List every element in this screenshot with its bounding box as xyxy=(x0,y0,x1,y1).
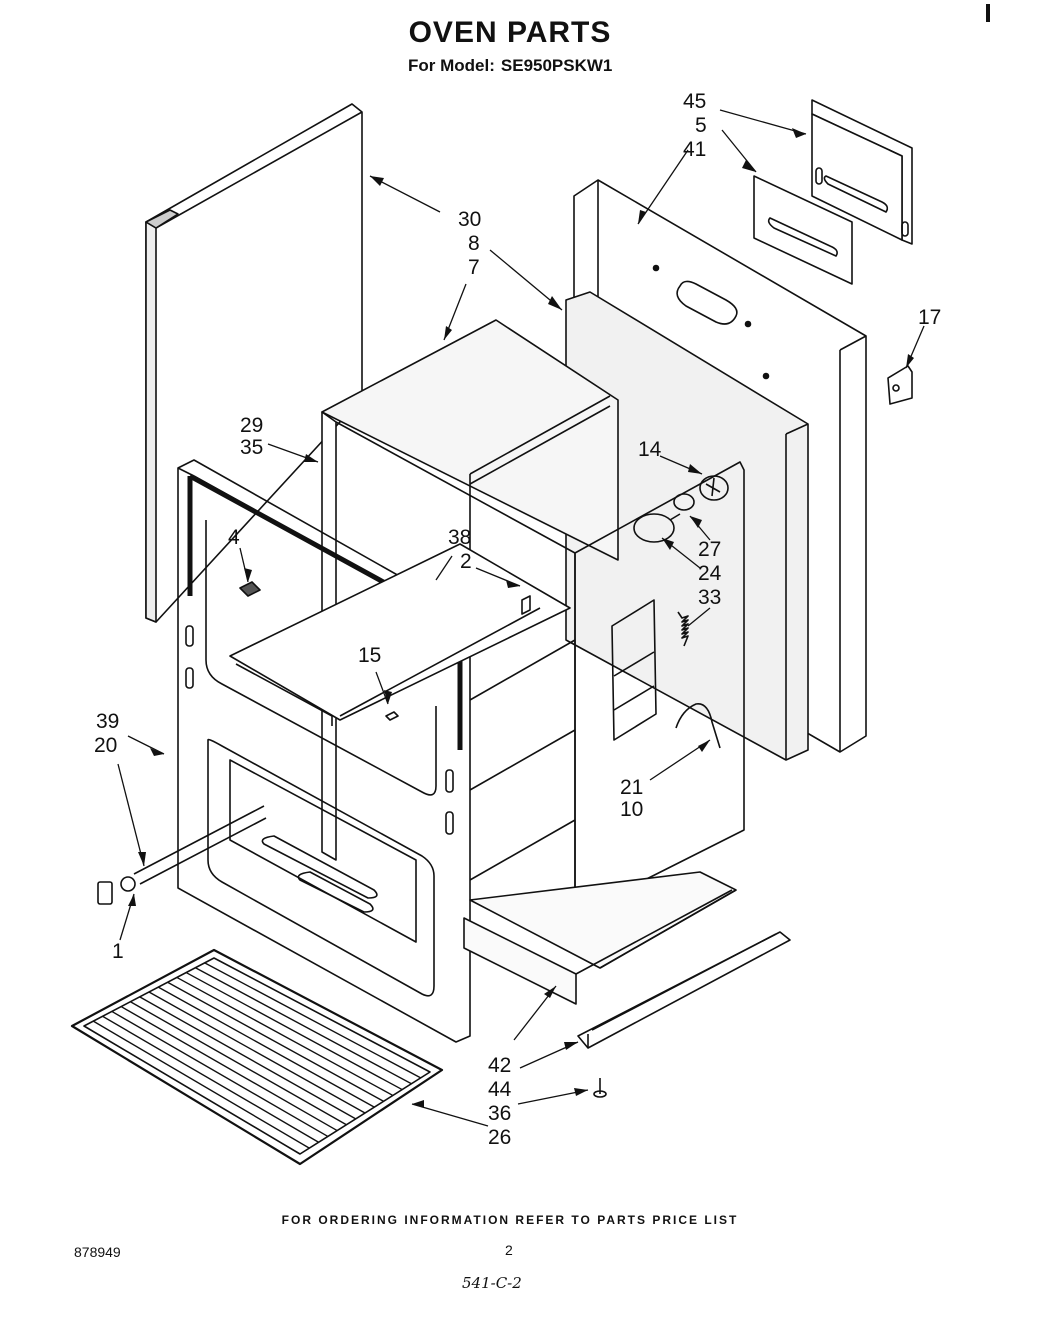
rack-wire xyxy=(92,1020,310,1149)
model-prefix: For Model: xyxy=(408,56,495,75)
callout-39: 39 xyxy=(96,710,119,733)
rack-wire xyxy=(102,1015,319,1143)
part-wire-bracket xyxy=(675,703,721,749)
rack-wire xyxy=(195,967,412,1085)
callout-41: 41 xyxy=(683,138,706,161)
callout-38: 38 xyxy=(448,526,471,549)
rack-wire xyxy=(185,971,403,1091)
callout-45: 45 xyxy=(683,90,706,113)
rack-wire xyxy=(111,1010,329,1138)
rack-wire xyxy=(130,1001,347,1126)
callout-42: 42 xyxy=(488,1054,511,1077)
callout-36: 36 xyxy=(488,1102,511,1125)
callout-33: 33 xyxy=(698,586,721,609)
part-broil-element xyxy=(97,805,267,905)
callout-7: 7 xyxy=(468,256,480,279)
callout-1: 1 xyxy=(112,940,124,963)
part-light-socket xyxy=(673,493,695,511)
callout-4: 4 xyxy=(228,526,240,549)
callout-2: 2 xyxy=(460,550,472,573)
callout-17: 17 xyxy=(918,306,941,329)
part-oven-rack xyxy=(70,948,444,1166)
callout-27: 27 xyxy=(698,538,721,561)
callout-20: 20 xyxy=(94,734,117,757)
model-line: For Model: SE950PSKW1 xyxy=(408,56,618,76)
page-number: 2 xyxy=(505,1242,513,1258)
part-bottom-channel xyxy=(577,931,791,1049)
model-number: SE950PSKW1 xyxy=(500,56,613,75)
part-vent-bracket xyxy=(811,99,913,245)
part-side-panel xyxy=(145,103,363,623)
part-small-bracket xyxy=(887,365,913,405)
corner-registration-mark xyxy=(986,4,990,22)
rack-wire xyxy=(176,976,394,1097)
part-light-bulb xyxy=(633,513,681,543)
rack-wire xyxy=(139,996,357,1120)
document-number: 878949 xyxy=(74,1244,121,1260)
part-latch-clip xyxy=(239,581,261,597)
arrowheads xyxy=(128,128,914,1108)
callout-14: 14 xyxy=(638,438,662,461)
callout-24: 24 xyxy=(698,562,722,585)
handwritten-code: 541-C-2 xyxy=(462,1274,522,1292)
callout-10: 10 xyxy=(620,798,643,821)
part-bottom-trim xyxy=(463,889,733,1005)
rack-wire xyxy=(167,981,384,1102)
ordering-notice: FOR ORDERING INFORMATION REFER TO PARTS … xyxy=(281,1213,739,1227)
callout-35: 35 xyxy=(240,436,263,459)
callout-15: 15 xyxy=(358,644,381,667)
callout-8: 8 xyxy=(468,232,480,255)
callout-29: 29 xyxy=(240,414,263,437)
part-vent-gasket xyxy=(753,175,853,285)
callout-44: 44 xyxy=(488,1078,512,1101)
page-title: OVEN PARTS xyxy=(408,16,612,49)
rack-wire xyxy=(204,962,422,1079)
part-spring xyxy=(677,611,689,647)
callout-21: 21 xyxy=(620,776,643,799)
callout-5: 5 xyxy=(695,114,707,137)
rack-wire xyxy=(157,986,375,1108)
callout-labels: 45 5 41 30 8 7 17 29 35 14 38 2 4 27 24 … xyxy=(94,90,941,1149)
part-insulation xyxy=(565,291,809,761)
part-screw-15 xyxy=(385,711,399,721)
callout-30: 30 xyxy=(458,208,481,231)
part-heat-shield xyxy=(611,599,657,741)
part-rack-support xyxy=(229,543,571,726)
rack-wire xyxy=(120,1005,338,1132)
callout-26: 26 xyxy=(488,1126,511,1149)
rack-wires xyxy=(92,962,422,1149)
part-hinge-clip xyxy=(521,595,531,615)
part-screw-36 xyxy=(593,1078,607,1098)
part-light-cover xyxy=(699,475,729,501)
rack-wire xyxy=(148,991,366,1114)
